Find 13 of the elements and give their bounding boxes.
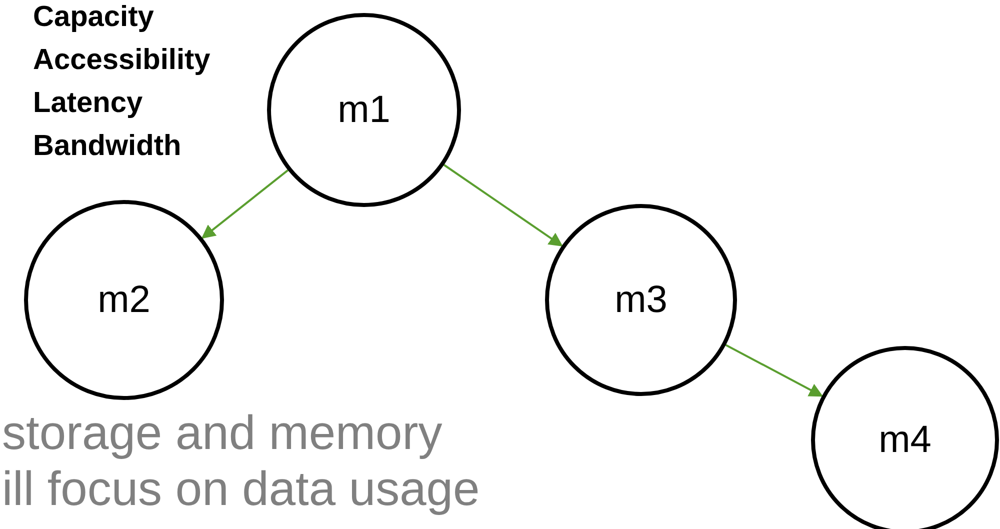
property-label: Bandwidth (33, 129, 182, 164)
property-label: Capacity (33, 0, 155, 35)
body-text: ill focus on data usage (2, 462, 480, 518)
node-label: m3 (614, 278, 668, 322)
arrow (443, 164, 563, 247)
property-label: Latency (33, 86, 144, 121)
node-label: m2 (98, 278, 150, 322)
node-label: m4 (878, 418, 932, 462)
node-label: m1 (338, 88, 390, 132)
arrow (725, 344, 824, 397)
property-label: Accessibility (33, 43, 210, 78)
body-text: storage and memory (2, 406, 442, 462)
arrow (201, 169, 289, 239)
